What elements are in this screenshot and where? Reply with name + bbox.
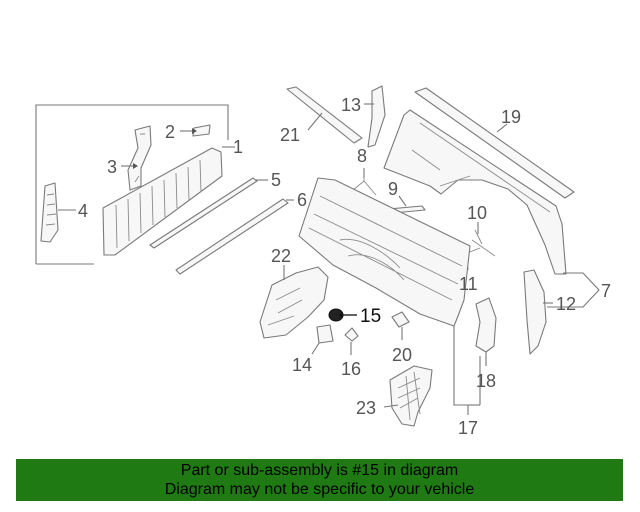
callout-11: 11: [459, 274, 478, 294]
callout-17: 17: [458, 418, 478, 438]
part-20-cover[interactable]: [391, 311, 410, 340]
part-14-plate[interactable]: [311, 324, 334, 355]
callout-10: 10: [467, 203, 487, 223]
part-23-panel[interactable]: [383, 365, 433, 427]
callout-22: 22: [271, 246, 291, 266]
tailgate-inset: [35, 104, 229, 265]
callout-19: 19: [501, 107, 521, 127]
part-13-pillar[interactable]: [364, 85, 386, 148]
callout-16: 16: [341, 359, 361, 379]
callout-8: 8: [357, 146, 367, 166]
callout-2: 2: [165, 122, 175, 142]
part-5-strip[interactable]: [149, 177, 268, 249]
part-4-latch-panel[interactable]: [40, 182, 76, 243]
part-17-bracket: [453, 326, 481, 415]
callout-12: 12: [556, 294, 576, 314]
part-8-clip[interactable]: [351, 168, 377, 196]
callout-1: 1: [233, 137, 243, 157]
part-16-clip[interactable]: [344, 327, 359, 355]
callout-21: 21: [280, 125, 300, 145]
part-2-bracket[interactable]: [180, 124, 211, 137]
callout-18: 18: [476, 371, 496, 391]
part-7-group-bracket: [547, 272, 600, 308]
part-19-top-rail[interactable]: [414, 87, 575, 199]
part-12-bracket[interactable]: [523, 269, 553, 355]
callout-14: 14: [292, 355, 312, 375]
part-3-hinge-bracket[interactable]: [121, 125, 152, 191]
callout-3: 3: [107, 157, 117, 177]
callout-4: 4: [78, 201, 88, 221]
part-22-wheelhouse[interactable]: [259, 265, 329, 339]
callout-13: 13: [341, 95, 361, 115]
callout-23: 23: [356, 398, 376, 418]
callout-5: 5: [271, 170, 281, 190]
part-10-rod[interactable]: [471, 222, 496, 257]
part-18-brace[interactable]: [475, 297, 497, 366]
part-6-strip[interactable]: [175, 198, 294, 275]
callout-15: 15: [360, 306, 381, 327]
callout-20: 20: [392, 345, 412, 365]
banner-line-1: Part or sub-assembly is #15 in diagram: [180, 462, 459, 479]
banner-line-2: Diagram may not be specific to your vehi…: [164, 481, 475, 498]
callout-6: 6: [297, 190, 307, 210]
callout-7: 7: [601, 281, 611, 301]
part-1-tailgate[interactable]: [102, 146, 235, 256]
info-banner: Part or sub-assembly is #15 in diagram D…: [16, 459, 623, 501]
part-bed-floor[interactable]: [298, 177, 471, 327]
callout-9: 9: [388, 179, 398, 199]
part-side-panel[interactable]: [383, 109, 567, 275]
part-15-plug[interactable]: [328, 308, 357, 322]
part-21-rail[interactable]: [286, 86, 363, 144]
